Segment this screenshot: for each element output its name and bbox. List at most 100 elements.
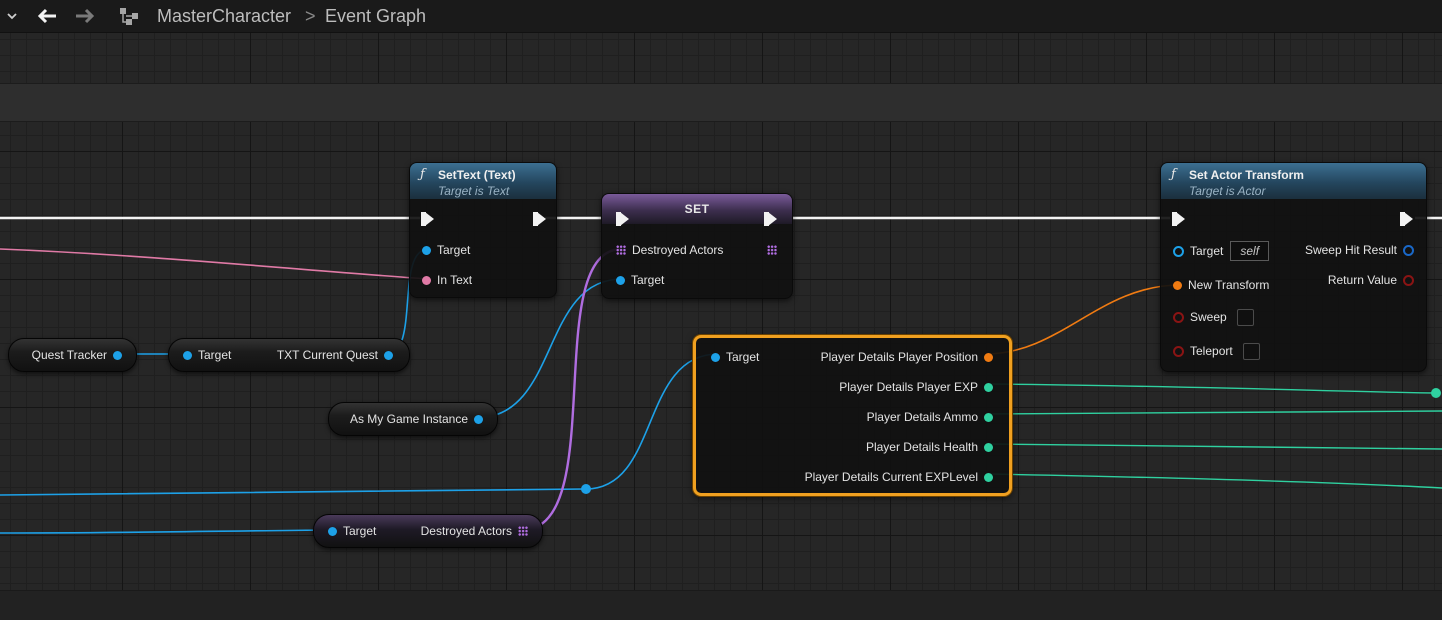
array-output-pin-icon[interactable] [767, 245, 777, 255]
pin-label: Destroyed Actors [420, 524, 512, 538]
settext-node-header[interactable]: ƒ SetText (Text) Target is Text [410, 163, 556, 199]
forward-arrow-icon[interactable] [72, 6, 98, 26]
struct-pin-icon[interactable] [1403, 244, 1414, 256]
object-pin-icon[interactable] [422, 245, 431, 255]
set-actor-transform-header[interactable]: ƒ Set Actor Transform Target is Actor [1161, 163, 1426, 199]
set-node-header[interactable]: SET [602, 194, 792, 224]
pin-label: Target [343, 524, 377, 538]
ammo-pin-row[interactable]: Player Details Ammo [867, 409, 993, 425]
pin-label: Target [631, 273, 665, 287]
exec-out-pin[interactable] [1400, 212, 1413, 226]
health-pin-row[interactable]: Player Details Health [866, 439, 993, 455]
target-pin-row[interactable]: Target [328, 523, 376, 539]
destroyed-actors-getter[interactable]: Target Destroyed Actors [313, 514, 543, 548]
bool-pin-icon[interactable] [1403, 274, 1414, 286]
breadcrumb-blueprint[interactable]: MasterCharacter [157, 6, 292, 26]
destroyed-actors-pin-row[interactable]: Destroyed Actors [616, 242, 723, 258]
exec-out-pin[interactable] [764, 212, 777, 226]
pin-label: Player Details Player EXP [839, 380, 978, 394]
target-default-field[interactable]: self [1230, 241, 1270, 261]
exec-in-pin[interactable] [616, 212, 629, 226]
return-value-pin-row[interactable]: Return Value [1328, 272, 1414, 288]
struct-pin-icon[interactable] [984, 442, 993, 452]
bool-pin-icon[interactable] [1173, 345, 1184, 357]
teleport-checkbox[interactable] [1242, 342, 1260, 360]
transform-pin-icon[interactable] [984, 352, 993, 362]
function-icon: ƒ [420, 167, 425, 182]
pin-label: Sweep Hit Result [1304, 243, 1397, 257]
txt-current-quest-getter[interactable]: Target TXT Current Quest [168, 338, 410, 372]
pin-label: Player Details Player Position [820, 350, 978, 364]
sweep-hit-result-pin-row[interactable]: Sweep Hit Result [1305, 242, 1414, 258]
settext-node[interactable]: ƒ SetText (Text) Target is Text Target I… [409, 162, 557, 298]
struct-pin-icon[interactable] [984, 382, 993, 392]
object-pin-icon[interactable] [711, 352, 720, 362]
in-text-pin-row[interactable]: In Text [422, 272, 472, 288]
text-pin-icon[interactable] [422, 275, 431, 285]
object-pin-icon[interactable] [384, 350, 393, 360]
exec-in-pin[interactable] [421, 212, 434, 226]
target-pin-row[interactable]: Target [183, 347, 231, 363]
pin-label: Target [1190, 244, 1224, 258]
pin-label: Teleport [1190, 344, 1233, 358]
output-pin-row[interactable]: TXT Current Quest [277, 347, 393, 363]
struct-pin-icon[interactable] [984, 412, 993, 422]
exec-out-pin[interactable] [533, 212, 546, 226]
target-pin-row[interactable]: Target [711, 349, 759, 365]
pin-label: Target [198, 348, 232, 362]
pin-label: Target [437, 243, 471, 257]
object-pin-icon[interactable] [113, 350, 122, 360]
current-exp-level-pin-row[interactable]: Player Details Current EXPLevel [805, 469, 993, 485]
pin-label: New Transform [1188, 278, 1270, 292]
graph-bottom-band [0, 590, 1442, 620]
object-pin-icon[interactable] [328, 526, 337, 536]
pin-label: TXT Current Quest [276, 348, 378, 362]
function-icon: ƒ [1171, 167, 1176, 182]
quest-tracker-getter[interactable]: Quest Tracker [8, 338, 137, 372]
transform-pin-icon[interactable] [1173, 280, 1182, 290]
node-subtitle: Target is Actor [1189, 184, 1266, 198]
sweep-pin-row[interactable]: Sweep [1173, 308, 1254, 326]
output-pin-row[interactable]: As My Game Instance [350, 411, 483, 427]
back-arrow-icon[interactable] [34, 6, 60, 26]
pin-label: Player Details Current EXPLevel [804, 470, 978, 484]
object-pin-icon[interactable] [474, 414, 483, 424]
pin-label: Destroyed Actors [632, 243, 724, 257]
target-pin-row[interactable]: Target [422, 242, 470, 258]
bool-pin-icon[interactable] [1173, 311, 1184, 323]
player-position-pin-row[interactable]: Player Details Player Position [821, 349, 993, 365]
pin-label: Sweep [1190, 310, 1227, 324]
pin-label: Player Details Ammo [866, 410, 978, 424]
object-pin-icon[interactable] [616, 275, 625, 285]
new-transform-pin-row[interactable]: New Transform [1173, 277, 1269, 293]
pin-label: Player Details Health [865, 440, 978, 454]
struct-pin-icon[interactable] [984, 472, 993, 482]
pin-label: As My Game Instance [349, 412, 468, 426]
graph-toolbar: MasterCharacter > Event Graph [0, 0, 1442, 33]
node-title: SetText (Text) [438, 168, 516, 182]
chevron-down-icon[interactable] [4, 6, 20, 26]
node-title: Set Actor Transform [1189, 168, 1304, 182]
target-pin-row[interactable]: Target self [1173, 241, 1270, 261]
output-pin-row[interactable]: Destroyed Actors [421, 523, 528, 539]
pin-label: Return Value [1327, 273, 1397, 287]
pin-label: In Text [437, 273, 473, 287]
graph-hierarchy-icon[interactable] [116, 6, 142, 26]
output-pin-row[interactable]: Quest Tracker [32, 347, 122, 363]
sweep-checkbox[interactable] [1236, 308, 1254, 326]
set-variable-node[interactable]: SET Destroyed Actors Target [601, 193, 793, 299]
player-exp-pin-row[interactable]: Player Details Player EXP [839, 379, 993, 395]
breadcrumb-graph[interactable]: Event Graph [325, 6, 427, 26]
pin-label: Quest Tracker [31, 348, 107, 362]
object-pin-icon[interactable] [1173, 245, 1184, 257]
player-details-node[interactable]: Target Player Details Player Position Pl… [693, 335, 1012, 496]
teleport-pin-row[interactable]: Teleport [1173, 342, 1260, 360]
array-pin-icon[interactable] [616, 245, 626, 255]
exec-in-pin[interactable] [1172, 212, 1185, 226]
target-pin-row[interactable]: Target [616, 272, 664, 288]
array-pin-icon[interactable] [518, 526, 528, 536]
pin-label: Target [726, 350, 760, 364]
object-pin-icon[interactable] [183, 350, 192, 360]
set-actor-transform-node[interactable]: ƒ Set Actor Transform Target is Actor Ta… [1160, 162, 1427, 372]
as-my-game-instance-getter[interactable]: As My Game Instance [328, 402, 498, 436]
